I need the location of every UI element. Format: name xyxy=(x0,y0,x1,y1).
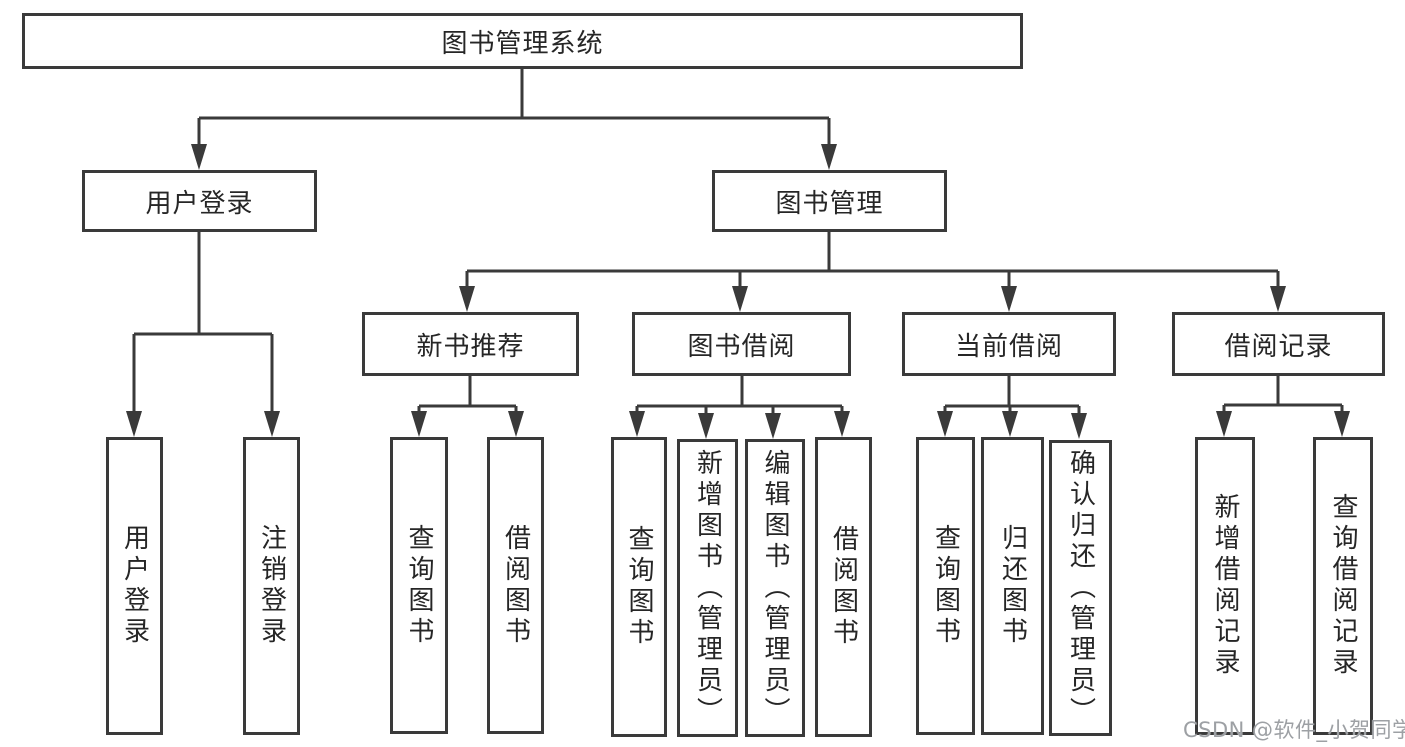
leaf-label: 归还图书 xyxy=(997,524,1028,648)
leaf-label: 查询图书 xyxy=(930,524,961,648)
leaf-logout: 注销登录 xyxy=(243,437,300,735)
leaf-label: 借阅图书 xyxy=(500,523,531,648)
node-user-login: 用户登录 xyxy=(82,170,317,232)
node-book-borrow: 图书借阅 xyxy=(632,312,851,376)
leaf-label: 编辑图书（管理员） xyxy=(760,448,790,728)
leaf-borrow-books-recommend: 借阅图书 xyxy=(487,437,544,734)
leaf-add-books-admin: 新增图书（管理员） xyxy=(677,439,738,737)
node-current-borrow: 当前借阅 xyxy=(902,312,1116,376)
node-book-management-system: 图书管理系统 xyxy=(22,13,1023,69)
leaf-query-books-borrow: 查询图书 xyxy=(611,437,667,737)
leaf-label: 查询图书 xyxy=(624,525,654,649)
leaf-label: 确认归还（管理员） xyxy=(1065,448,1096,728)
leaf-borrow-books: 借阅图书 xyxy=(815,437,872,737)
node-new-book-recommend: 新书推荐 xyxy=(362,312,579,376)
leaf-return-books: 归还图书 xyxy=(981,437,1044,735)
node-book-management: 图书管理 xyxy=(712,170,947,232)
leaf-label: 用户登录 xyxy=(119,524,150,648)
leaf-user-login: 用户登录 xyxy=(106,437,163,735)
leaf-confirm-return-admin: 确认归还（管理员） xyxy=(1049,440,1112,736)
leaf-label: 查询借阅记录 xyxy=(1328,493,1358,679)
leaf-query-borrow-record: 查询借阅记录 xyxy=(1313,437,1373,735)
node-borrow-records: 借阅记录 xyxy=(1172,312,1385,376)
leaf-edit-books-admin: 编辑图书（管理员） xyxy=(745,439,805,737)
leaf-add-borrow-record: 新增借阅记录 xyxy=(1195,437,1255,735)
leaf-label: 新增图书（管理员） xyxy=(692,448,723,728)
leaf-label: 借阅图书 xyxy=(828,525,859,649)
leaf-label: 查询图书 xyxy=(404,523,434,648)
leaf-query-books-recommend: 查询图书 xyxy=(390,437,448,734)
leaf-label: 新增借阅记录 xyxy=(1210,493,1240,679)
leaf-query-books-current: 查询图书 xyxy=(916,437,975,735)
csdn-watermark: CSDN @软件_小贺同学 xyxy=(1183,718,1405,742)
leaf-label: 注销登录 xyxy=(256,524,287,648)
